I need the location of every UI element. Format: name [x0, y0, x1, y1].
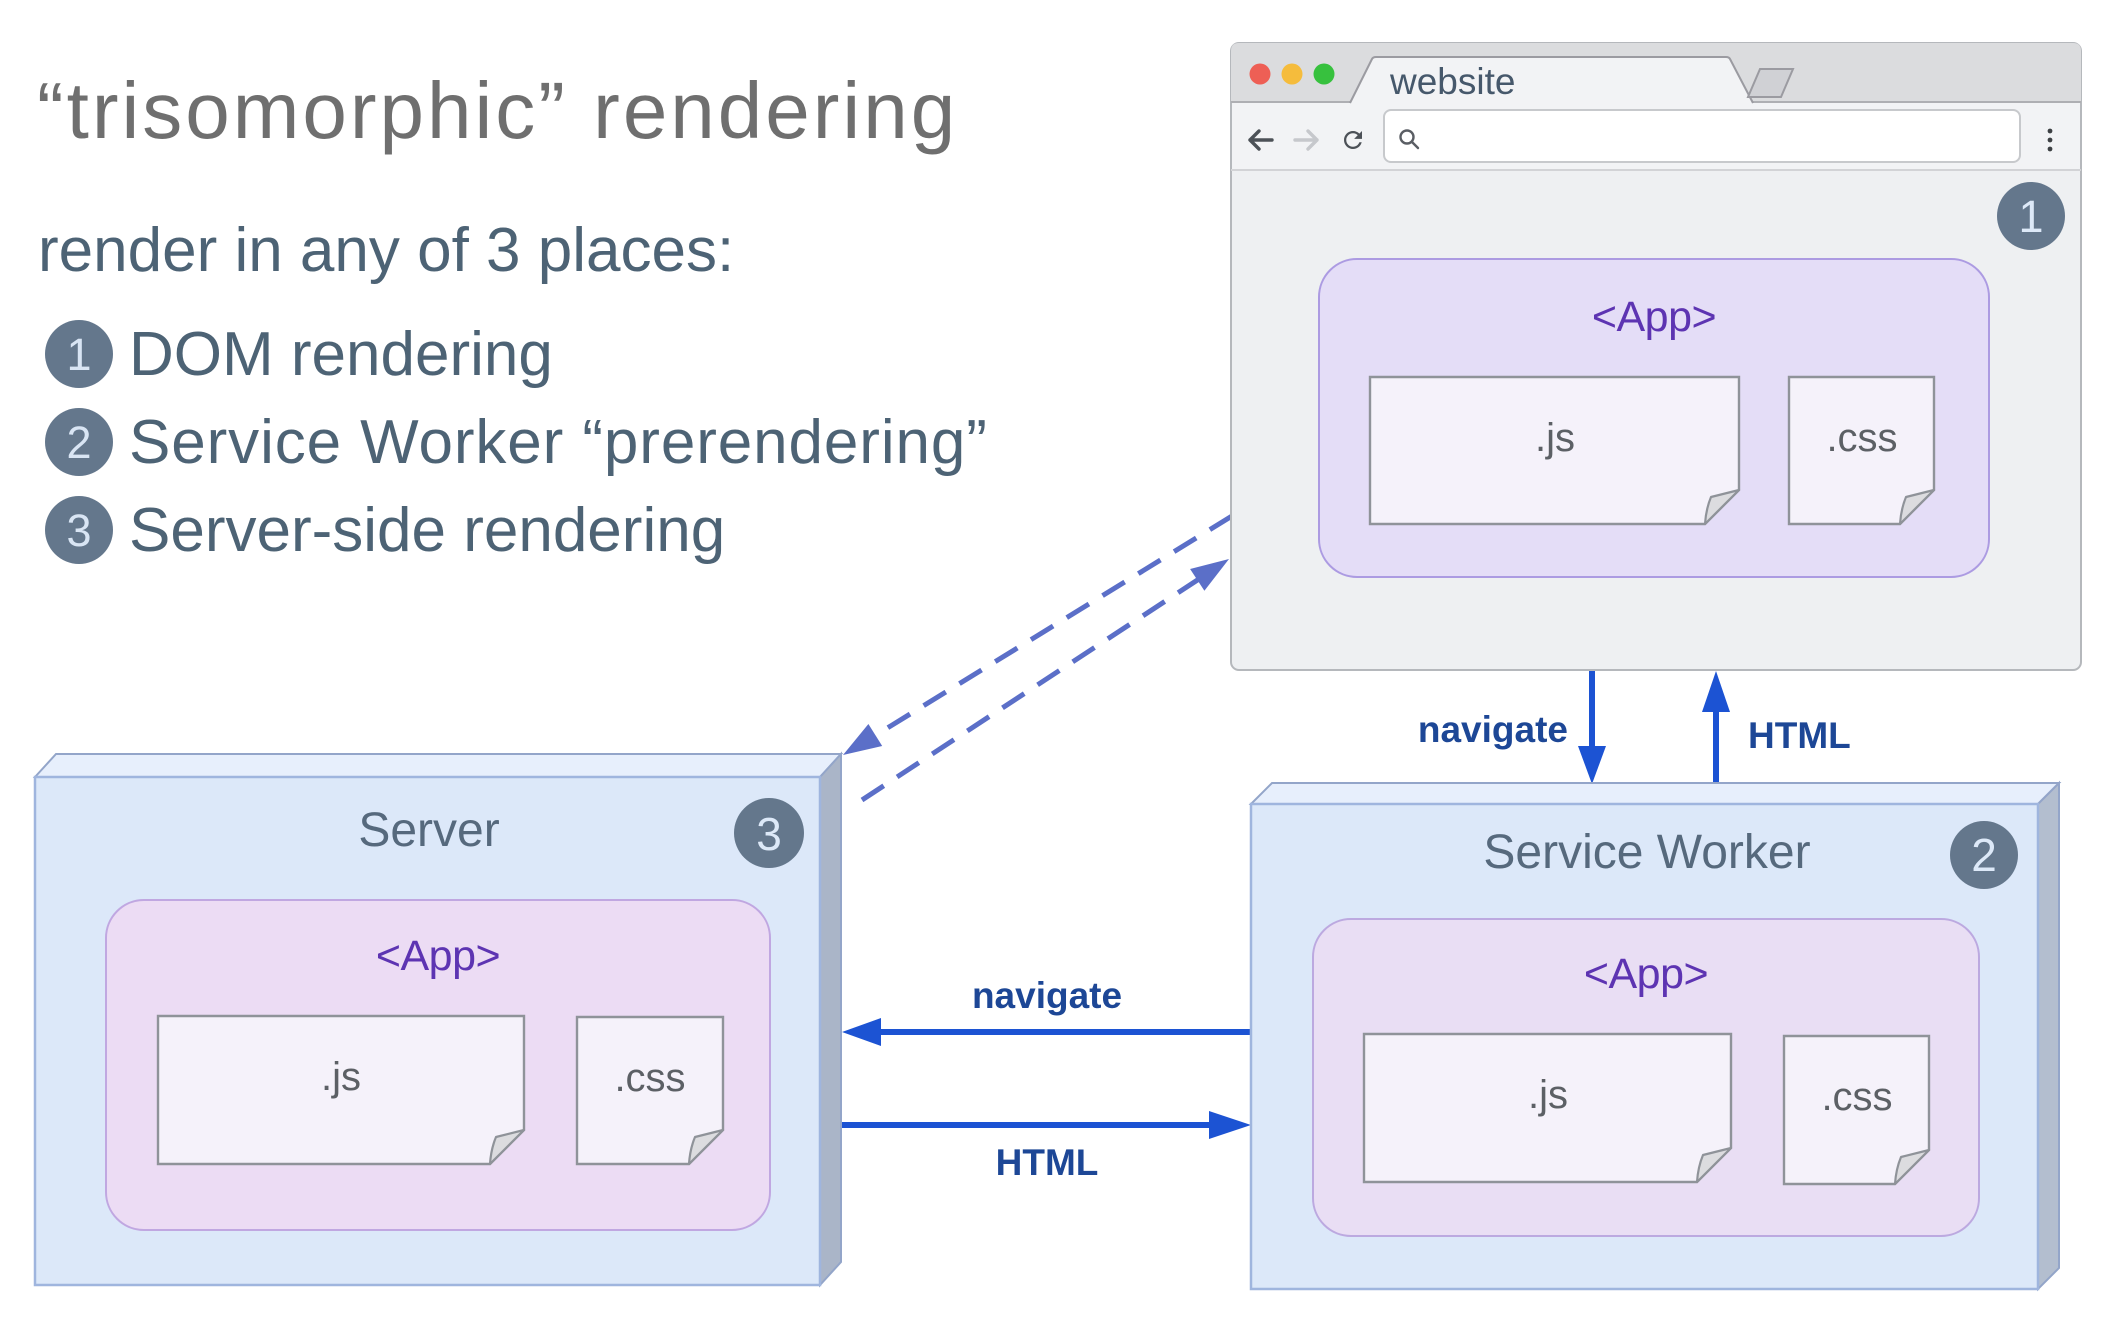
svg-text:.css: .css: [1826, 416, 1897, 460]
svg-text:3: 3: [756, 808, 782, 860]
svg-text:.js: .js: [1535, 416, 1575, 460]
svg-text:Server-side rendering: Server-side rendering: [129, 496, 725, 565]
svg-text:Server: Server: [358, 804, 499, 857]
svg-text:.css: .css: [614, 1056, 685, 1100]
svg-text:3: 3: [66, 505, 91, 556]
svg-text:<App>: <App>: [376, 932, 500, 980]
svg-text:navigate: navigate: [972, 975, 1122, 1016]
svg-text:DOM rendering: DOM rendering: [129, 320, 553, 389]
svg-text:“trisomorphic” rendering: “trisomorphic” rendering: [37, 66, 958, 155]
svg-text:Service Worker: Service Worker: [1483, 826, 1810, 879]
svg-text:navigate: navigate: [1418, 709, 1568, 750]
svg-text:render in any of 3 places:: render in any of 3 places:: [38, 216, 734, 285]
svg-text:<App>: <App>: [1592, 293, 1716, 341]
svg-text:1: 1: [2018, 191, 2043, 242]
svg-text:HTML: HTML: [996, 1142, 1099, 1183]
svg-text:2: 2: [66, 417, 91, 468]
svg-text:.css: .css: [1821, 1075, 1892, 1119]
svg-text:Service Worker “prerendering”: Service Worker “prerendering”: [129, 408, 988, 477]
svg-text:1: 1: [66, 329, 91, 380]
svg-text:.js: .js: [1528, 1073, 1568, 1117]
svg-text:website: website: [1389, 61, 1515, 102]
svg-text:.js: .js: [321, 1055, 361, 1099]
svg-text:HTML: HTML: [1748, 715, 1851, 756]
svg-text:2: 2: [1971, 829, 1997, 881]
svg-text:<App>: <App>: [1584, 950, 1708, 998]
